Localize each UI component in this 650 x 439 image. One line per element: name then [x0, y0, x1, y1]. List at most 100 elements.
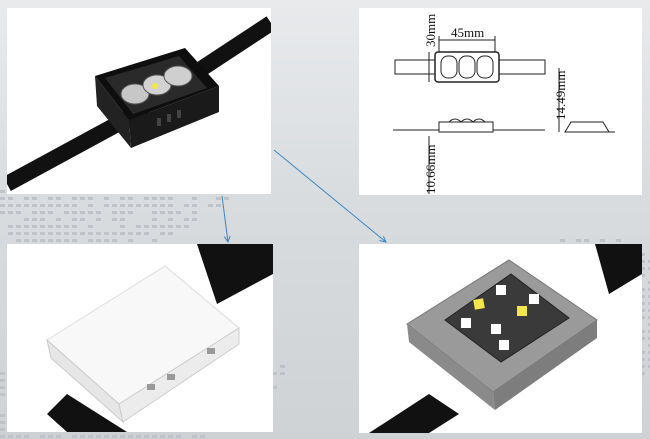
width-dimension-label: 45mm — [451, 25, 484, 40]
map-dot — [16, 225, 21, 228]
map-dot — [96, 218, 101, 221]
map-dot — [8, 204, 13, 207]
map-dot — [80, 218, 85, 221]
map-dot — [0, 428, 5, 431]
map-dot — [560, 239, 565, 242]
white-module-body — [46, 265, 240, 424]
map-dot — [128, 204, 133, 207]
map-dot — [16, 239, 21, 242]
map-dot — [0, 435, 5, 438]
strip-thickness-label: 10.66mm — [423, 145, 438, 194]
map-dot — [640, 302, 645, 305]
end-view — [558, 68, 615, 133]
map-dot — [168, 218, 173, 221]
map-dot — [72, 435, 77, 438]
map-dot — [144, 197, 149, 200]
map-dot — [0, 190, 5, 193]
top-view — [394, 36, 546, 83]
map-dot — [152, 204, 157, 207]
map-dot — [160, 197, 165, 200]
map-dot — [56, 239, 61, 242]
map-dot — [40, 435, 45, 438]
map-dot — [168, 232, 173, 235]
map-dot — [648, 295, 650, 298]
map-dot — [64, 204, 69, 207]
map-dot — [152, 435, 157, 438]
map-dot — [56, 232, 61, 235]
map-dot — [640, 288, 645, 291]
map-dot — [120, 204, 125, 207]
map-dot — [88, 239, 93, 242]
map-dot — [0, 393, 5, 396]
height-dimension-label: 30mm — [423, 14, 438, 47]
map-dot — [648, 260, 650, 263]
map-dot — [0, 211, 5, 214]
map-dot — [48, 435, 53, 438]
map-dot — [584, 239, 589, 242]
map-dot — [24, 225, 29, 228]
map-dot — [128, 197, 133, 200]
map-dot — [96, 232, 101, 235]
map-dot — [128, 211, 133, 214]
map-dot — [16, 204, 21, 207]
map-dot — [16, 232, 21, 235]
map-dot — [56, 225, 61, 228]
map-dot — [280, 365, 285, 368]
map-dot — [648, 288, 650, 291]
white-module-photo — [7, 244, 273, 432]
map-dot — [640, 253, 645, 256]
map-dot — [648, 323, 650, 326]
map-dot — [640, 316, 645, 319]
map-dot — [32, 204, 37, 207]
map-dot — [88, 197, 93, 200]
map-dot — [40, 239, 45, 242]
map-dot — [616, 239, 621, 242]
map-dot — [80, 435, 85, 438]
map-dot — [168, 204, 173, 207]
map-dot — [80, 232, 85, 235]
map-dot — [192, 218, 197, 221]
map-dot — [136, 204, 141, 207]
map-dot — [48, 225, 53, 228]
map-dot — [48, 232, 53, 235]
map-dot — [56, 204, 61, 207]
map-dot — [640, 358, 645, 361]
map-dot — [184, 225, 189, 228]
map-dot — [640, 365, 645, 368]
map-dot — [184, 204, 189, 207]
map-dot — [648, 337, 650, 340]
map-dot — [72, 225, 77, 228]
map-dot — [104, 239, 109, 242]
map-dot — [160, 435, 165, 438]
map-dot — [208, 204, 213, 207]
map-dot — [128, 239, 133, 242]
map-dot — [152, 211, 157, 214]
map-dot — [112, 204, 117, 207]
map-dot — [24, 232, 29, 235]
map-dot — [0, 379, 5, 382]
map-dot — [640, 260, 645, 263]
map-dot — [176, 225, 181, 228]
map-dot — [8, 197, 13, 200]
map-dot — [40, 211, 45, 214]
map-dot — [128, 435, 133, 438]
map-dot — [72, 204, 77, 207]
map-dot — [64, 225, 69, 228]
map-dot — [104, 435, 109, 438]
black-module-body — [95, 48, 219, 148]
map-dot — [176, 435, 181, 438]
map-dot — [48, 239, 53, 242]
map-dot — [648, 365, 650, 368]
map-dot — [216, 204, 221, 207]
map-dot — [56, 435, 61, 438]
side-view — [393, 118, 545, 194]
map-dot — [40, 232, 45, 235]
map-dot — [24, 197, 29, 200]
map-dot — [40, 225, 45, 228]
map-dot — [64, 239, 69, 242]
map-dot — [72, 232, 77, 235]
map-dot — [168, 435, 173, 438]
map-dot — [648, 358, 650, 361]
map-dot — [640, 372, 645, 375]
black-three-led-module-photo — [7, 8, 271, 194]
